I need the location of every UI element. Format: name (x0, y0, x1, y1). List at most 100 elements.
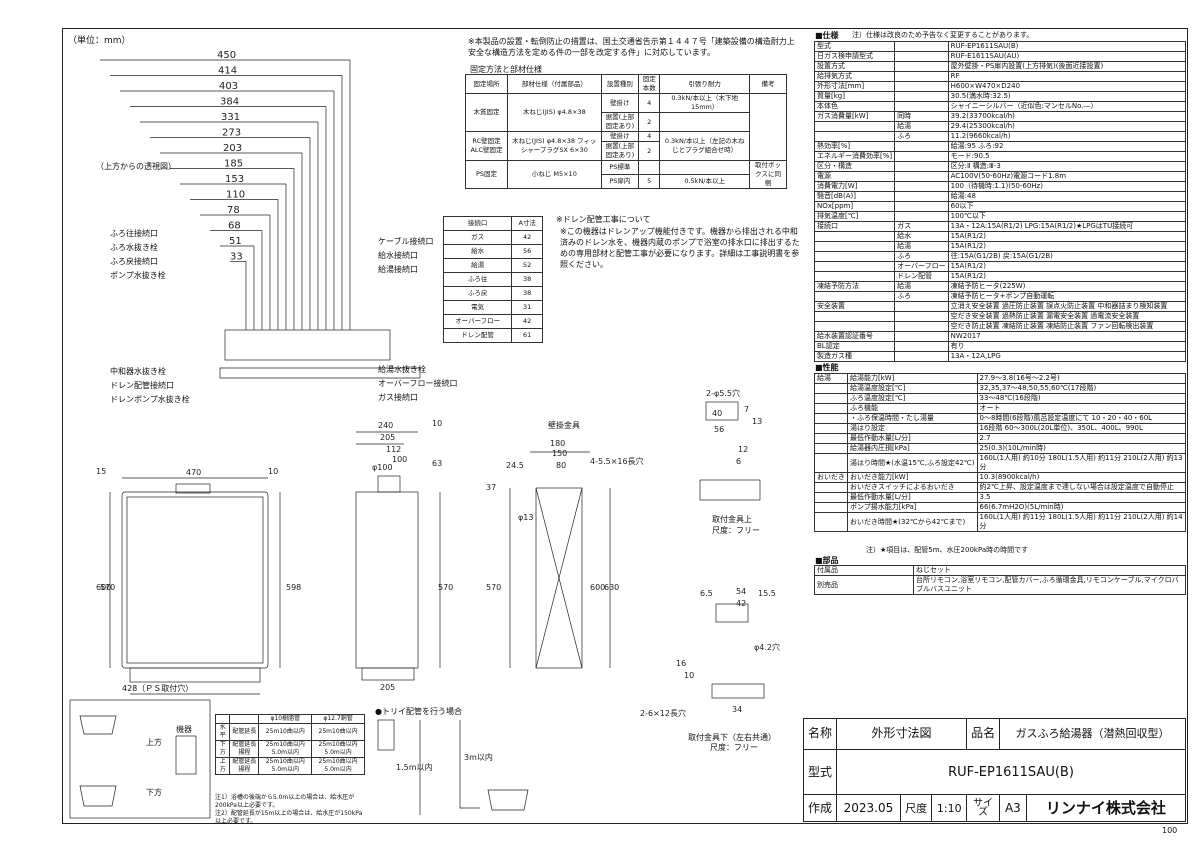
product-label: 品名 (966, 718, 1001, 750)
dimension-value: 10 (268, 467, 278, 476)
dimension-value: 100 (392, 455, 407, 464)
fitting-top-side (699, 479, 761, 501)
td: PS固定 (465, 160, 508, 189)
bracket-plate (535, 487, 583, 669)
td: 4 (638, 93, 661, 113)
trap-diagram-left (69, 699, 211, 819)
pipe-note-2: 注2）配管延長が15m以上の場合は、給水圧が150kPa以上必要です。 (215, 810, 363, 825)
td: 木ねじ(JIS) φ4.8×38 (506, 93, 602, 132)
dimension-value: 42 (736, 599, 746, 608)
perf-note: 注）★項目は、配管5m、水圧200kPa時の時間です (866, 546, 1029, 554)
scale-value: 1:10 (931, 794, 968, 822)
td: 木質固定 (465, 93, 508, 132)
top-dim-value: 153 (225, 174, 244, 185)
dimension-value: 600 (96, 583, 111, 592)
perf-section-title: ■性能 (815, 363, 839, 372)
size-label: サイズ (966, 794, 1001, 822)
drawing-frame (62, 28, 1188, 824)
dimension-value: 3m以内 (464, 752, 493, 762)
dimension-value: 下方 (146, 787, 162, 797)
td: 取付ボックスに同梱 (749, 160, 787, 189)
parts-table: 付属品ねじセット別売品台所リモコン,浴室リモコン,配管カバー,ふろ循環金具,リモ… (814, 565, 1186, 595)
dimension-value: 56 (714, 425, 724, 434)
top-dim-value: 185 (224, 159, 243, 170)
side-view-body (355, 491, 419, 669)
trap-pipe (459, 720, 480, 809)
model-label: 型式 (803, 748, 837, 796)
bracket-lower-label: 取付金具下（左右共通） (688, 733, 776, 742)
perf-row: 湯はり時間★(水温15℃,ふろ設定42℃)160L(1人用) 約10分 180L… (814, 453, 1186, 473)
port-label: ガス接続口 (378, 393, 418, 402)
front-view-fittings (129, 667, 261, 683)
dimension-value: 63 (432, 459, 442, 468)
dimension-value: 112 (386, 445, 401, 454)
table-cell: 台所リモコン,浴室リモコン,配管カバー,ふろ循環金具,リモコンケーブル,マイクロ… (913, 575, 1186, 595)
top-dim-value: 33 (230, 252, 243, 263)
top-dim-value: 110 (226, 190, 245, 201)
table-cell: 160L(1人用) 約11分 180L(1.5人用) 約11分 210L(2人用… (976, 512, 1186, 532)
date-label: 作成 (803, 794, 837, 822)
port-label: ケーブル接続口 (378, 237, 434, 246)
dimension-value: 4-5.5×16長穴 (590, 456, 644, 466)
dimension-value: 37 (486, 483, 496, 492)
dimension-value: 570 (100, 583, 115, 592)
dimension-value: 54 (736, 587, 746, 596)
trap-label: ●トリイ配管を行う場合 (375, 707, 462, 716)
top-dim-value: 331 (221, 112, 240, 123)
dimension-value: 570 (486, 583, 501, 592)
front-view-panel (126, 496, 264, 664)
trap-bathtub (487, 789, 529, 811)
ps-mount-label: 428（ＰＳ取付穴） (122, 684, 194, 693)
page-number: 100 (1162, 826, 1178, 835)
model-value: RUF-EP1611SAU(B) (836, 748, 1186, 796)
front-view-body (121, 491, 269, 669)
dimension-value: 630 (604, 583, 619, 592)
td: RC壁固定 ALC壁固定 (465, 131, 508, 161)
dimension-value: 150 (552, 449, 567, 458)
table-cell: 25m10曲以内 5.0m以内 (258, 757, 313, 775)
dimension-value: 6.5 (700, 589, 713, 598)
bracket-fitting-label: 取付金具上 (712, 515, 752, 524)
company-name: リンナイ株式会社 (1025, 794, 1187, 822)
dimension-value: 180 (550, 439, 565, 448)
dimension-value: 7 (744, 405, 749, 414)
port-label: ドレン配管接続口 (110, 381, 174, 390)
heater-box (175, 735, 197, 775)
dimension-value: φ13 (518, 513, 533, 522)
dimension-value: 598 (286, 583, 301, 592)
top-dim-value: 203 (223, 143, 242, 154)
table-cell: A寸法 (511, 216, 543, 231)
top-dim-value: 414 (218, 66, 237, 77)
top-dim-value: 68 (228, 221, 241, 232)
dimension-value: 15.5 (758, 589, 776, 598)
top-dim-value: 78 (227, 205, 240, 216)
dimension-value: 80 (556, 461, 566, 470)
dimension-value: 40 (712, 409, 722, 418)
port-label: 給湯水抜き栓 (378, 365, 426, 374)
port-label: ポンプ水抜き栓 (110, 271, 166, 280)
top-dim-value: 51 (229, 236, 242, 247)
port-label: ふろ水抜き栓 (110, 243, 158, 252)
parts-row: 別売品台所リモコン,浴室リモコン,配管カバー,ふろ循環金具,リモコンケーブル,マ… (814, 575, 1186, 595)
top-dim-value: 273 (222, 128, 241, 139)
dimension-value: 13 (752, 417, 762, 426)
dimension-value: 240 (378, 421, 393, 430)
top-view-base (219, 367, 421, 379)
table-cell: 25m10曲以内 5.0m以内 (311, 757, 365, 775)
top-view-outline (224, 329, 391, 361)
port-label: ドレンポンプ水抜き栓 (110, 395, 190, 404)
side-view-flue (377, 475, 401, 493)
fitting-bottom-side (711, 683, 765, 699)
dimension-value: 600 (590, 583, 605, 592)
bathtub-lower (79, 785, 117, 807)
dimension-value: 10 (684, 671, 694, 680)
table-cell: おいだき時間★(32℃から42℃まで) (847, 512, 978, 532)
dimension-value: 15 (96, 467, 106, 476)
